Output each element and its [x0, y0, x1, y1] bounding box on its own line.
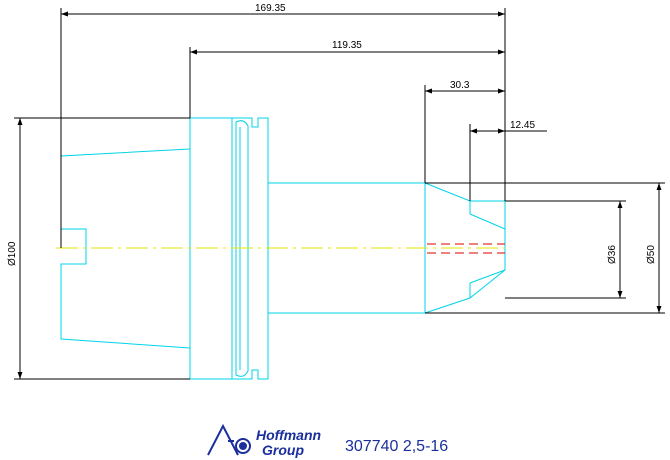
bore-cone-upper: [469, 213, 506, 230]
bore-cone-lower: [469, 269, 506, 284]
dim-label-nose-length: 30.3: [450, 80, 470, 91]
dim-label-body-length: 119.35: [332, 40, 362, 51]
dim-label-nose-diameter: Ø50: [646, 245, 657, 264]
dim-label-overall-length: 169.35: [255, 3, 286, 14]
dim-label-bore-depth: 12.45: [510, 120, 535, 131]
dim-label-bore-diameter: Ø36: [607, 245, 618, 264]
hoffmann-logo: Hoffmann Group: [207, 423, 321, 458]
hidden-bore-lines: [427, 243, 505, 254]
logo-text-line1: Hoffmann: [256, 427, 321, 443]
logo-text-line2: Group: [262, 442, 304, 458]
logo-mark-icon: [207, 423, 251, 456]
dimension-lines: [14, 8, 665, 380]
collar-groove: [235, 120, 249, 377]
part-number: 307740 2,5-16: [345, 438, 448, 455]
dim-label-flange-diameter: Ø100: [7, 241, 18, 266]
